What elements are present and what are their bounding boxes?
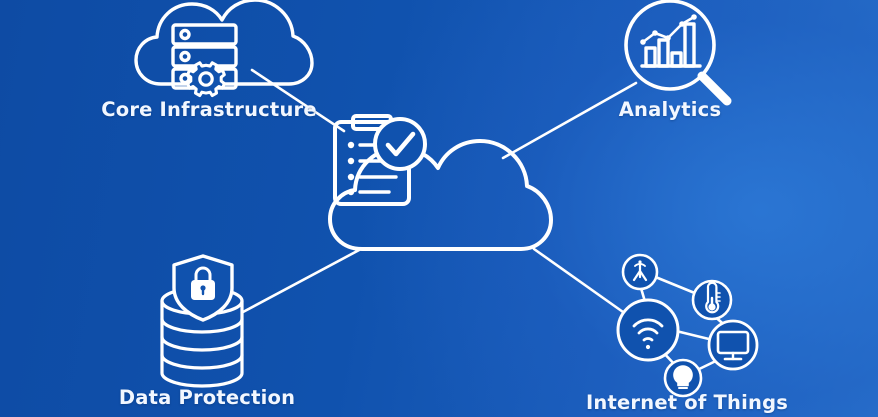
label-core-infrastructure: Core Infrastructure	[101, 98, 317, 121]
label-data-protection: Data Protection	[118, 386, 296, 409]
label-internet-of-things: Internet of Things	[585, 391, 789, 414]
label-analytics: Analytics	[618, 98, 722, 121]
